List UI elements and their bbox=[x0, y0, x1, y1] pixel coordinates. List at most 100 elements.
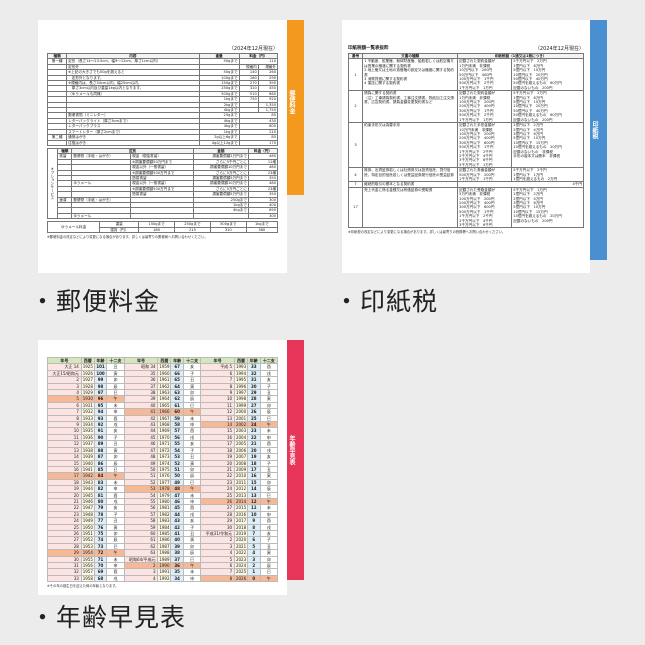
year-cell: 1961 bbox=[157, 376, 172, 384]
era-cell: 24 bbox=[47, 517, 82, 525]
tax-amounts: 記載された契約金額が 1万円未満 非課税 100万円以下 200円 200万円以… bbox=[457, 90, 513, 124]
zodiac-cell: 未 bbox=[259, 427, 279, 435]
year-cell: 1975 bbox=[157, 465, 172, 474]
year-cell: 2018 bbox=[234, 523, 248, 532]
year-cell: 1991 bbox=[157, 568, 172, 576]
zodiac-cell: 申 bbox=[259, 433, 279, 442]
era-cell: 29 bbox=[47, 549, 82, 557]
zodiac-cell: 申 bbox=[106, 408, 125, 416]
age-cell: 100 bbox=[93, 369, 108, 378]
age-note: ※その年の誕生日を迎えた時の年齢となります。 bbox=[47, 584, 119, 589]
era-cell: 31 bbox=[47, 561, 82, 570]
year-cell: 1950 bbox=[80, 523, 95, 532]
column-header: 年号 bbox=[200, 356, 236, 365]
yumail-fee: 215 bbox=[174, 226, 211, 234]
year-cell: 1940 bbox=[80, 459, 95, 467]
stamp-caption: ・印紙税 bbox=[334, 287, 439, 316]
year-cell: 2000 bbox=[234, 408, 248, 416]
era-cell: 6 bbox=[200, 561, 236, 570]
era-cell: 25 bbox=[47, 523, 82, 532]
zodiac-cell: 申 bbox=[182, 421, 202, 429]
zodiac-cell: 酉 bbox=[182, 427, 202, 435]
year-cell: 2013 bbox=[234, 491, 248, 499]
optional-services-table: オプションサービス種類区別金額料金（円）書留郵便物（手紙・はがき）現金（現金書留… bbox=[46, 147, 279, 220]
fee-label: 運賃（円） bbox=[99, 226, 140, 234]
year-cell: 2008 bbox=[234, 459, 248, 467]
tax-amount: 4千円 bbox=[457, 181, 584, 188]
era-cell: 61 bbox=[123, 536, 159, 544]
year-cell: 2006 bbox=[234, 446, 248, 455]
year-cell: 1995 bbox=[234, 376, 248, 384]
zodiac-cell: 申 bbox=[259, 510, 279, 519]
zodiac-cell: 申 bbox=[182, 497, 202, 506]
year-cell: 1942 bbox=[80, 472, 95, 480]
tax-amounts: 5千万円以下 2万円 1億円以下 6万円 5億円以下 10万円 10億円以下 2… bbox=[511, 90, 584, 124]
zodiac-cell: 子 bbox=[259, 536, 279, 544]
zodiac-cell: 辰 bbox=[259, 485, 279, 493]
content-cell: 厚さ3cm以内及び重量1kg以内となります。 bbox=[66, 85, 200, 92]
zodiac-cell: 卯 bbox=[106, 453, 125, 461]
stamp-note: ※印紙税の改定などにより変更になる場合があります。詳しくは最寄りの税務署へお問い… bbox=[348, 230, 506, 235]
year-cell: 1988 bbox=[157, 549, 172, 557]
year-cell: 1953 bbox=[80, 542, 95, 551]
doc-type: 約束手形又は為替手形 bbox=[362, 122, 459, 169]
zodiac-cell: 申 bbox=[106, 485, 125, 493]
doc-type: 1 不動産、鉱業権、無体財産権、船舶若しくは航空機又は営業の譲渡に関する契約書 … bbox=[362, 58, 459, 92]
zodiac-cell: 卯 bbox=[259, 555, 279, 564]
zodiac-cell: 丑 bbox=[182, 529, 202, 538]
zodiac-cell: 午 bbox=[259, 574, 279, 583]
era-cell: 28 bbox=[200, 510, 236, 519]
year-cell: 1998 bbox=[234, 395, 248, 403]
zodiac-cell: 子 bbox=[182, 523, 202, 532]
year-cell: 2021 bbox=[234, 542, 248, 551]
service-cell bbox=[192, 212, 249, 220]
era-cell: 29 bbox=[200, 517, 236, 525]
fee-cell: 規格外 bbox=[257, 63, 279, 71]
year-cell: 1925 bbox=[80, 363, 95, 371]
era-cell: 昭和 34 bbox=[123, 363, 159, 371]
zodiac-cell: 丑 bbox=[106, 517, 125, 525]
zodiac-cell: 酉 bbox=[106, 491, 125, 499]
era-cell: 3 bbox=[200, 542, 236, 551]
year-cell: 2010 bbox=[234, 472, 248, 480]
tax-amounts: 記載された券面金額が 500万円以下 200円 1千万円以下 1千円 bbox=[457, 167, 513, 183]
zodiac-cell: 子 bbox=[106, 433, 125, 442]
zodiac-cell: 未 bbox=[259, 504, 279, 512]
year-cell: 2014 bbox=[234, 497, 248, 506]
era-cell: 27 bbox=[47, 536, 82, 544]
year-cell: 1980 bbox=[157, 497, 172, 506]
doc-number: 2 bbox=[347, 90, 364, 124]
year-cell: 1939 bbox=[80, 453, 95, 461]
year-cell: 1945 bbox=[80, 491, 95, 499]
column-header: 十二支 bbox=[106, 356, 125, 365]
doc-type: 売上代金に係る金銭又は有価証券の受取書 bbox=[362, 186, 459, 229]
year-cell: 1962 bbox=[157, 382, 172, 391]
zodiac-cell: 卯 bbox=[182, 388, 202, 397]
year-cell: 2017 bbox=[234, 517, 248, 525]
year-cell: 1971 bbox=[157, 440, 172, 448]
year-cell: 1935 bbox=[80, 427, 95, 435]
zodiac-cell: 巳 bbox=[259, 568, 279, 576]
year-cell: 1938 bbox=[80, 446, 95, 455]
service-cell: 郵便物（手紙・はがき） bbox=[71, 153, 132, 160]
zodiac-cell: 丑 bbox=[182, 453, 202, 461]
weight-cell: 4g以上12gまで bbox=[198, 139, 240, 146]
era-cell: 62 bbox=[123, 542, 159, 551]
era-cell: 30 bbox=[47, 555, 82, 564]
